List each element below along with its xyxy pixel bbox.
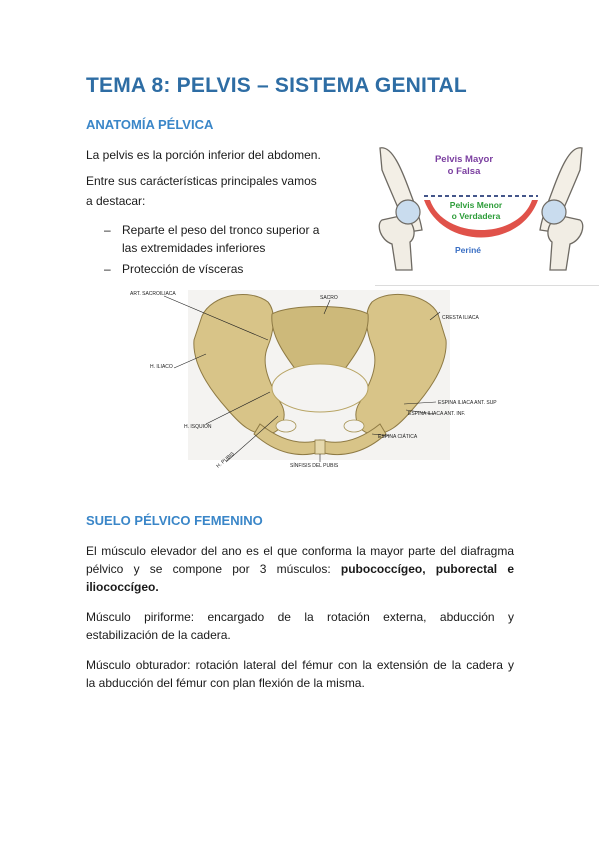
section-heading-suelo-pelvico: SUELO PÉLVICO FEMENINO: [86, 513, 263, 528]
label-espina-ciatica: ESPINA CIÁTICA: [378, 433, 418, 440]
label-h-isquion: H. ISQUION: [184, 424, 212, 430]
paragraph-1-line-1: El músculo elevador del ano es el que co…: [86, 544, 514, 558]
label-art-sacroiliaca: ART. SACROILIACA: [130, 291, 176, 297]
label-o-verdadera: o Verdadera: [452, 211, 501, 221]
pelvic-inlet: [271, 363, 369, 413]
pelvis-compartments-diagram: Pelvis Mayor o Falsa Pelvis Menor o Verd…: [378, 147, 584, 271]
label-cresta-iliaca: CRESTA ILIACA: [442, 315, 480, 321]
paragraph-1-line-2: pélvico y se compone por 3 músculos: pub…: [86, 560, 514, 578]
bullet-text: Protección de vísceras: [122, 262, 244, 276]
features-line-1: Entre sus carácterísticas principales va…: [86, 174, 317, 188]
label-espina-ant-inf: ESPINA ILIACA ANT. INF.: [408, 411, 465, 417]
label-pelvis-menor: Pelvis Menor: [450, 200, 503, 210]
paragraph-1-line-3: iliococcígeo.: [86, 580, 159, 594]
page-title: TEMA 8: PELVIS – SISTEMA GENITAL: [86, 74, 467, 97]
left-femoral-head: [395, 199, 421, 225]
perine-band: [424, 200, 538, 238]
right-femoral-head: [541, 199, 567, 225]
left-obturator-foramen: [275, 419, 297, 433]
label-pelvis-mayor: Pelvis Mayor: [435, 154, 493, 165]
bullet-text: Reparte el peso del tronco superior a: [122, 223, 320, 237]
paragraph-2-line-1: Músculo piriforme: encargado de la rotac…: [86, 610, 514, 624]
bullet-dash: –: [104, 223, 111, 237]
label-h-iliaco: H. ILIACO: [150, 364, 173, 370]
left-ilium-bone: [193, 294, 285, 435]
label-perine: Periné: [455, 245, 481, 255]
intro-paragraph: La pelvis es la porción inferior del abd…: [86, 148, 321, 162]
paragraph-1-text: pélvico y se compone por 3 músculos:: [86, 562, 341, 576]
paragraph-2-line-2: estabilización de la cadera.: [86, 628, 231, 642]
pubic-arch-bone: [253, 423, 387, 455]
paragraph-3-line-1: Músculo obturador: rotación lateral del …: [86, 658, 514, 672]
label-sinfisis: SÍNFISIS DEL PUBIS: [290, 462, 339, 469]
pelvis-anatomy-figure: ART. SACROILIACA SACRO CRESTA ILIACA H. …: [130, 290, 497, 470]
bullet-dash: –: [104, 262, 111, 276]
right-ilium-bone: [355, 293, 447, 435]
label-o-falsa: o Falsa: [448, 166, 481, 177]
paragraph-3-line-2: la abducción del fémur con plan flexión …: [86, 676, 365, 690]
label-espina-ant-sup: ESPINA ILIACA ANT. SUP: [438, 400, 497, 406]
muscle-names-bold: pubococcígeo, puborectal e: [340, 562, 514, 576]
section-heading-anatomia: ANATOMÍA PÉLVICA: [86, 117, 214, 132]
features-line-2: a destacar:: [86, 194, 146, 208]
divider-line: [375, 285, 599, 286]
label-sacro: SACRO: [320, 295, 338, 301]
pubic-symphysis: [314, 439, 326, 455]
bullet-text-cont: las extremidades inferiores: [122, 241, 266, 255]
right-obturator-foramen: [343, 419, 365, 433]
